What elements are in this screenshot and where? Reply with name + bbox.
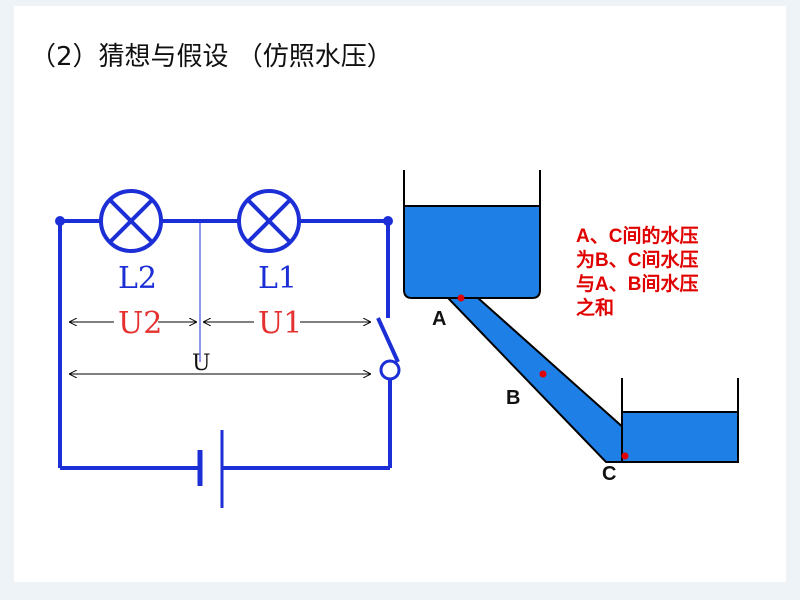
lamp-l2-symbol xyxy=(99,189,163,253)
pressure-note-line: A、C间的水压 xyxy=(576,224,698,247)
pressure-note-line: 与A、B间水压 xyxy=(576,273,698,295)
pressure-note: A、C间的水压 为B、C间水压 与A、B间水压 之和 xyxy=(576,224,698,319)
lamp-l2-cross-b xyxy=(108,198,154,244)
lamp-l1-label: L1 xyxy=(258,261,297,296)
point-a-label: A xyxy=(432,308,446,330)
switch-contact xyxy=(379,359,401,381)
point-c-label: C xyxy=(602,463,616,485)
circuit-diagram xyxy=(58,189,401,508)
lamp-l2-label: L2 xyxy=(118,261,157,296)
pressure-note-line: 之和 xyxy=(576,296,614,319)
point-c-marker xyxy=(621,452,629,460)
voltage-u2-label: U2 xyxy=(118,306,162,341)
voltage-arrows xyxy=(70,322,370,374)
upper-tank-water xyxy=(403,205,541,299)
lamp-l1-symbol xyxy=(237,189,301,253)
point-b-marker xyxy=(539,370,547,378)
pressure-note-line: 为B、C间水压 xyxy=(576,248,698,271)
junction-dot-right xyxy=(383,216,393,226)
lower-tank-water xyxy=(621,411,739,463)
junction-dot-left xyxy=(55,216,65,226)
voltage-u1-label: U1 xyxy=(258,306,302,341)
page-title: （2）猜想与假设 （仿照水压） xyxy=(30,42,393,72)
point-b-label: B xyxy=(506,387,520,409)
switch-blade xyxy=(376,317,400,363)
water-pressure-model xyxy=(403,170,739,463)
voltage-total-label: U xyxy=(192,351,211,376)
point-a-marker xyxy=(457,294,465,302)
lamp-l1-cross-b xyxy=(246,198,292,244)
connecting-pipe xyxy=(445,297,627,463)
